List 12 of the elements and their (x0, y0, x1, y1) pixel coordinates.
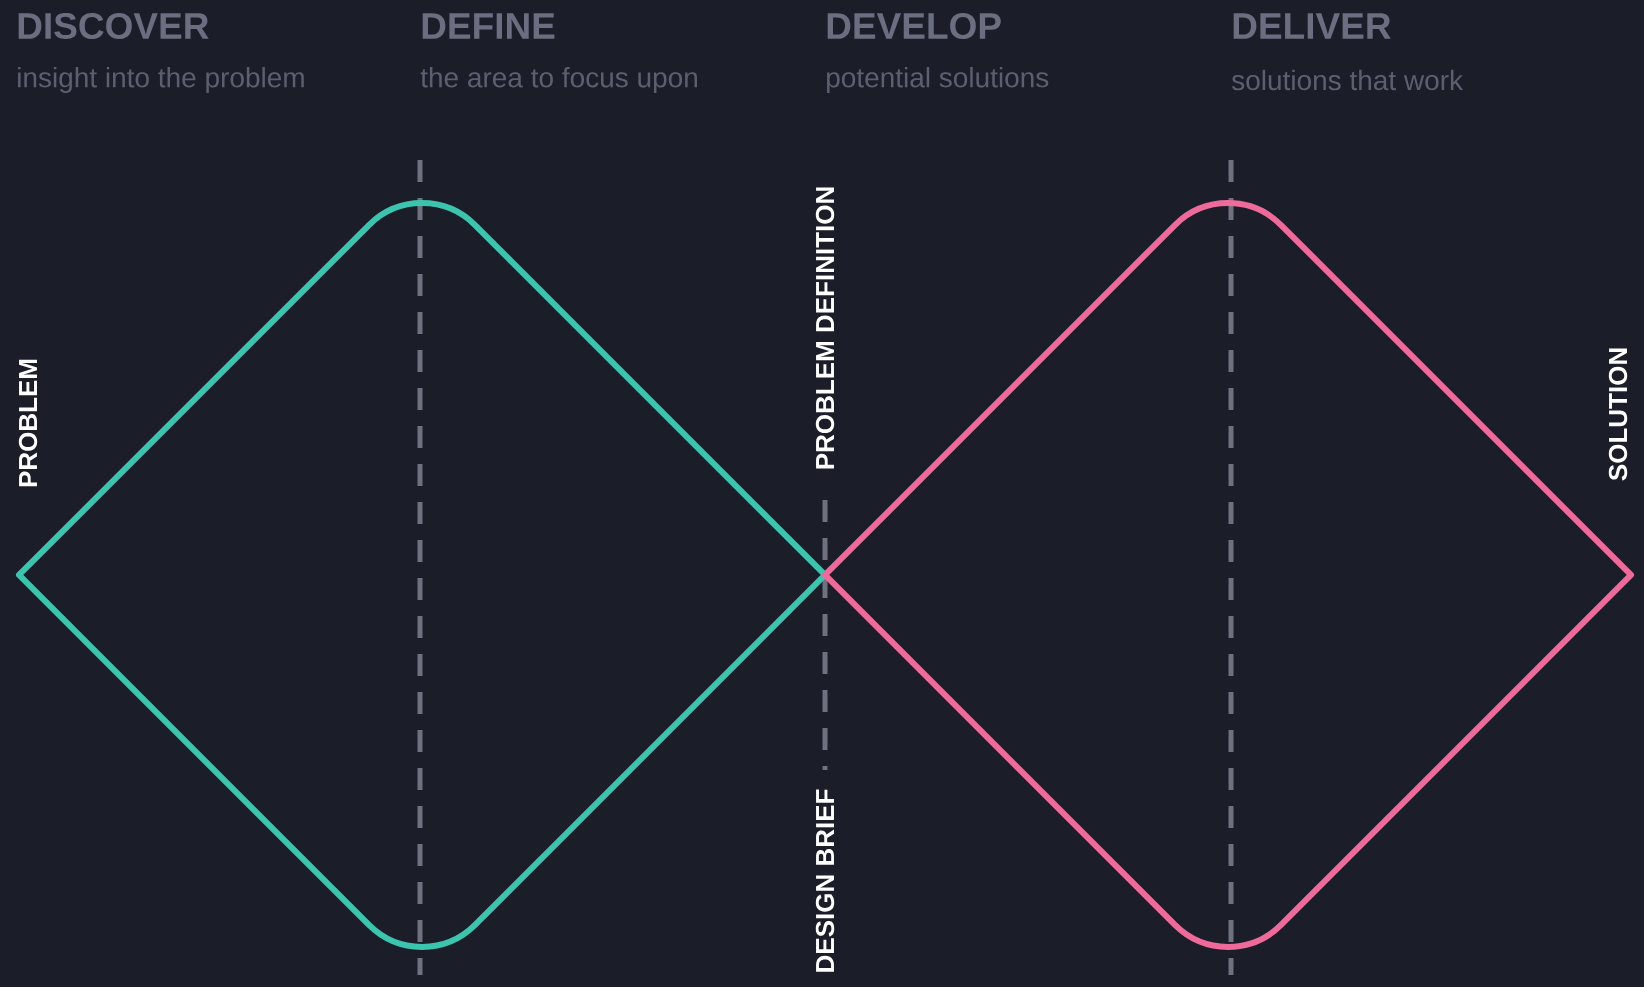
vertical-label: PROBLEM (15, 355, 41, 491)
phase-subtitle: insight into the problem (18, 66, 304, 94)
phase-heading: DEFINE (422, 13, 555, 39)
vertical-label: SOLUTION (1605, 343, 1631, 485)
phase-heading: DISCOVER (18, 12, 209, 40)
phase-heading: DELIVER (1233, 13, 1391, 39)
vertical-label: DESIGN BRIEF (812, 785, 838, 977)
phase-subtitle: the area to focus upon (420, 66, 697, 94)
vertical-label: PROBLEM DEFINITION (812, 182, 838, 474)
phase-subtitle: solutions that work (1232, 69, 1464, 91)
phase-heading: DEVELOP (827, 12, 1001, 40)
phase-subtitle: potential solutions (827, 66, 1049, 94)
